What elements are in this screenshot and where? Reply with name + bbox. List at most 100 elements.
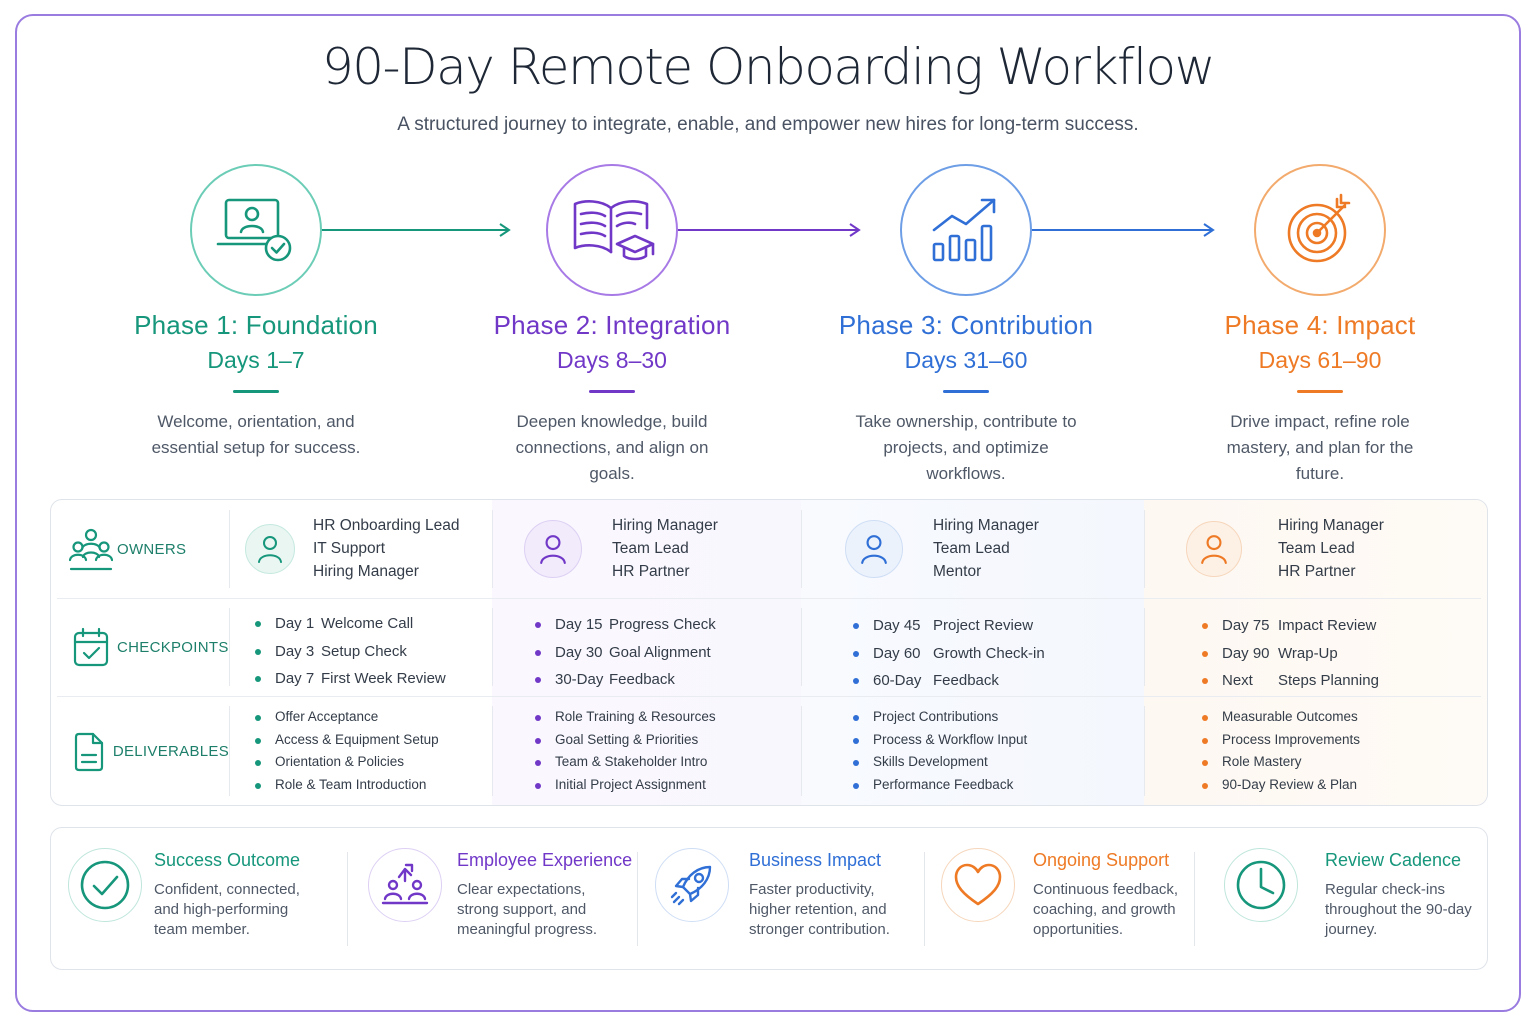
calendar-check-icon <box>73 627 109 667</box>
owners-phase-3: Hiring Manager Team Lead Mentor <box>845 514 1039 583</box>
book-graduation-cap-icon <box>573 200 655 261</box>
outcome-success: Success Outcome Confident, connected, an… <box>51 828 347 971</box>
outcome-experience-badge <box>368 848 442 922</box>
checkpoint-day: Day 15 <box>555 616 603 633</box>
target-arrow-icon <box>1287 193 1351 263</box>
list-item: Day 1 Welcome Call <box>253 610 446 638</box>
column-divider <box>492 510 493 588</box>
list-item: Goal Setting & Priorities <box>533 729 716 752</box>
avatar <box>245 523 295 574</box>
avatar <box>845 519 903 578</box>
user-icon <box>861 534 887 564</box>
outcome-cadence-title: Review Cadence <box>1325 850 1462 870</box>
column-divider <box>229 510 230 588</box>
checkpoint-label: Welcome Call <box>321 615 414 632</box>
list-item: Orientation & Policies <box>253 751 439 774</box>
column-divider <box>1144 510 1145 588</box>
phase-1: Phase 1: Foundation Days 1–7 Welcome, or… <box>96 164 416 461</box>
phase-3-days: Days 31–60 <box>904 347 1028 373</box>
row-label-deliverables: DELIVERABLES <box>112 743 229 760</box>
outcome-divider <box>347 852 348 946</box>
outcome-support: Ongoing Support Continuous feedback, coa… <box>924 828 1194 971</box>
outcome-support-title: Ongoing Support <box>1033 850 1170 870</box>
phase-connector-3-4 <box>1030 223 1215 237</box>
outcome-business-title: Business Impact <box>749 850 882 870</box>
column-divider <box>229 608 230 686</box>
phase-4-days: Days 61–90 <box>1258 347 1382 373</box>
deliverables-phase-2: Role Training & Resources Goal Setting &… <box>533 706 716 797</box>
check-circle-icon <box>80 860 130 910</box>
checkpoint-day: Day 1 <box>275 615 315 632</box>
phase-3-divider <box>943 390 989 393</box>
checkpoint-label: First Week Review <box>321 670 446 687</box>
phase-3: Phase 3: Contribution Days 31–60 Take ow… <box>806 164 1126 487</box>
checkpoint-label: Feedback <box>933 672 999 689</box>
list-item: 90-Day Review & Plan <box>1200 774 1360 797</box>
checkpoint-day: 60-Day <box>873 672 922 689</box>
owner-name: Hiring Manager <box>1278 517 1384 534</box>
owner-name: Team Lead <box>612 540 689 557</box>
checkpoint-label: Project Review <box>933 617 1034 634</box>
outcome-experience-title: Employee Experience <box>457 850 633 870</box>
phase-3-description: Take ownership, contribute to projects, … <box>855 412 1077 483</box>
list-item: Project Contributions <box>851 706 1027 729</box>
column-divider <box>492 706 493 796</box>
column-divider <box>1144 608 1145 686</box>
list-item: Process & Workflow Input <box>851 729 1027 752</box>
phase-1-divider <box>233 390 279 393</box>
list-item: Role & Team Introduction <box>253 774 439 797</box>
row-header-deliverables: DELIVERABLES <box>51 696 229 805</box>
phase-1-description: Welcome, orientation, and essential setu… <box>151 412 361 457</box>
owner-name: Team Lead <box>933 540 1010 557</box>
phase-1-name: Phase 1: Foundation <box>134 310 378 340</box>
column-divider <box>492 608 493 686</box>
list-item: Process Improvements <box>1200 729 1360 752</box>
phase-4-divider <box>1297 390 1343 393</box>
checkpoint-day: Day 3 <box>275 642 315 660</box>
checkpoint-day: Day 75 <box>1222 617 1270 634</box>
list-item: Initial Project Assignment <box>533 774 716 797</box>
checkpoint-day: Day 60 <box>873 644 921 662</box>
bar-chart-growth-icon <box>932 198 996 262</box>
user-icon <box>258 535 282 563</box>
list-item: Skills Development <box>851 751 1027 774</box>
outcome-divider <box>637 852 638 946</box>
outcome-experience-text: Clear expectations, strong support, and … <box>457 881 598 938</box>
outcome-business: Business Impact Faster productivity, hig… <box>637 828 924 971</box>
rocket-icon <box>670 865 712 906</box>
checkpoint-label: Wrap-Up <box>1278 644 1338 662</box>
owner-name: Hiring Manager <box>933 517 1039 534</box>
phase-matrix: OWNERS CHECKPOINTS DELIVERABLES <box>50 499 1488 806</box>
checkpoint-label: Steps Planning <box>1278 672 1379 689</box>
owner-name: HR Onboarding Lead <box>313 517 460 534</box>
phase-4: Phase 4: Impact Days 61–90 Drive impact,… <box>1160 164 1480 487</box>
outcome-cadence-text: Regular check-ins throughout the 90-day … <box>1325 881 1472 938</box>
checkpoint-label: Growth Check-in <box>933 644 1045 662</box>
outcome-cadence-badge <box>1224 848 1298 922</box>
owner-name: HR Partner <box>612 563 690 580</box>
checkpoint-label: Goal Alignment <box>609 643 711 661</box>
list-item: Team & Stakeholder Intro <box>533 751 716 774</box>
phase-4-description: Drive impact, refine role mastery, and p… <box>1226 412 1414 483</box>
owners-phase-2: Hiring Manager Team Lead HR Partner <box>524 514 718 583</box>
owner-name: Team Lead <box>1278 540 1355 557</box>
owner-name: Hiring Manager <box>612 517 718 534</box>
row-divider <box>57 696 1481 697</box>
checkpoint-day: Next <box>1222 672 1253 689</box>
row-label-owners: OWNERS <box>117 540 187 558</box>
avatar <box>524 519 582 578</box>
list-item: Measurable Outcomes <box>1200 706 1360 729</box>
phase-2-name: Phase 2: Integration <box>493 310 731 340</box>
column-divider <box>229 706 230 796</box>
list-item: Offer Acceptance <box>253 706 439 729</box>
phase-connector-2-3 <box>676 223 861 237</box>
column-divider <box>801 510 802 588</box>
list-item: Next Steps Planning <box>1200 667 1379 695</box>
